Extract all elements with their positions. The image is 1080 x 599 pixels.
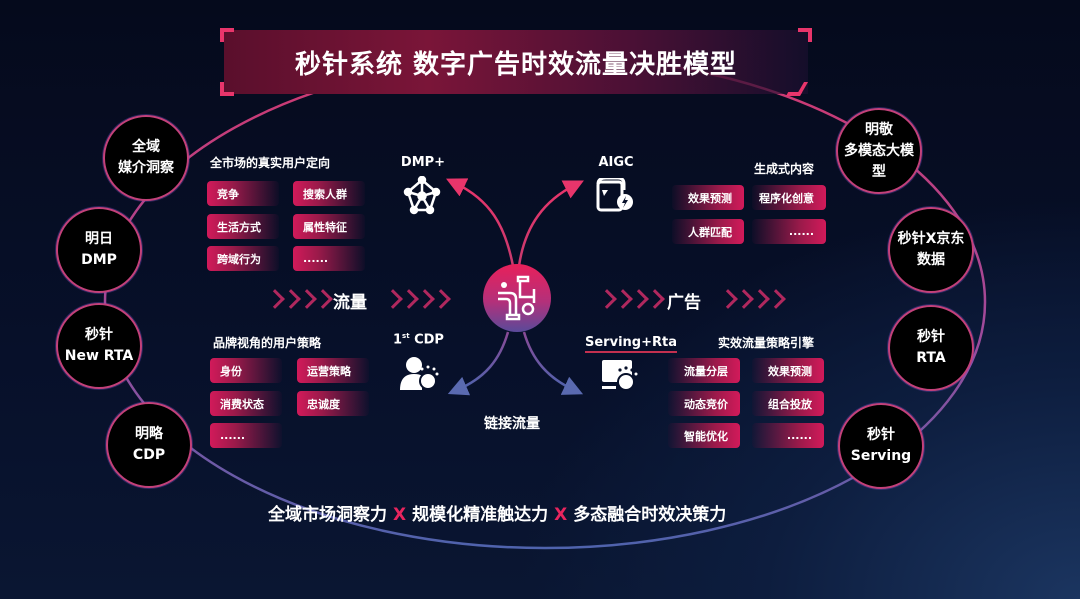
node-label: Serving xyxy=(850,448,912,464)
advertising-label: 广告 xyxy=(667,293,701,313)
node-label: 秒针 xyxy=(85,327,113,343)
serving-icon xyxy=(602,360,638,391)
section-title-user-targeting: 全市场的真实用户定向 xyxy=(210,156,331,170)
corner-decoration xyxy=(785,82,809,96)
network-icon xyxy=(403,176,441,215)
slogan-separator: X xyxy=(554,505,568,525)
link-traffic-label: 链接流量 xyxy=(484,416,540,432)
page-title: 秒针系统 数字广告时效流量决胜模型 xyxy=(294,49,738,80)
node-label: CDP xyxy=(132,447,166,463)
tag-pill: 身份 xyxy=(210,358,282,383)
node-label: 媒介洞察 xyxy=(118,160,174,176)
node-label: 明略 xyxy=(135,426,163,442)
pipe-icon xyxy=(498,275,536,321)
tag-pill: ...... xyxy=(293,246,365,271)
tag-pill: 搜索人群 xyxy=(293,181,365,206)
node-label: 明敬 xyxy=(865,121,893,138)
tag-pill: 生活方式 xyxy=(207,214,279,239)
aigc-icon xyxy=(596,178,633,212)
tag-pill: ...... xyxy=(752,219,826,244)
slogan-part: 全域市场洞察力 xyxy=(268,505,387,525)
node-label: 秒针 xyxy=(867,427,895,443)
node-miaozhen-jd-data: 秒针X京东 数据 xyxy=(888,207,974,293)
node-mingri-dmp: 明日 DMP xyxy=(56,207,142,293)
node-label: 多模态大模型 xyxy=(844,142,914,180)
tag-pill: 动态竞价 xyxy=(668,391,740,416)
chevron-arrows-icon xyxy=(265,289,333,309)
tag-pill: 竞争 xyxy=(207,181,279,206)
title-banner: 秒针系统 数字广告时效流量决胜模型 xyxy=(220,28,812,96)
tag-pill: 流量分层 xyxy=(668,358,740,383)
tag-pill: 运营策略 xyxy=(297,358,369,383)
node-miaozhen-serving: 秒针 Serving xyxy=(838,403,924,489)
node-minglue-cdp: 明略 CDP xyxy=(106,402,192,488)
node-label: 明日 xyxy=(85,231,113,247)
node-label: 秒针 xyxy=(917,329,945,345)
node-global-media-insight: 全域 媒介洞察 xyxy=(103,115,189,201)
node-label: RTA xyxy=(916,350,946,366)
node-label: 秒针X京东 xyxy=(897,231,965,247)
tag-pill: 忠诚度 xyxy=(297,391,369,416)
tag-pill: 人群匹配 xyxy=(672,219,744,244)
corner-decoration xyxy=(220,28,234,42)
hub-circle xyxy=(483,264,551,332)
aigc-label: AIGC xyxy=(598,155,634,170)
traffic-label: 流量 xyxy=(333,293,367,313)
first-party-cdp-label: 1st CDP xyxy=(393,332,444,348)
node-label: New RTA xyxy=(64,348,134,364)
corner-decoration xyxy=(220,82,234,96)
tag-pill: 程序化创意 xyxy=(752,185,826,210)
cdp-label-sup: st xyxy=(402,332,410,340)
section-title-traffic-engine: 实效流量策略引擎 xyxy=(718,336,815,350)
corner-decoration xyxy=(798,28,812,42)
chevron-arrows-icon xyxy=(718,289,786,309)
tag-pill: 属性特征 xyxy=(293,214,365,239)
tag-pill: 消费状态 xyxy=(210,391,282,416)
slogan-part: 规模化精准触达力 xyxy=(412,505,549,525)
tag-pill: 智能优化 xyxy=(668,423,740,448)
serving-rta-label: Serving+Rta xyxy=(585,335,677,353)
node-mingjing-multimodal: 明敬 多模态大模型 xyxy=(836,108,922,194)
tag-pill: 效果预测 xyxy=(672,185,744,210)
node-miaozhen-new-rta: 秒针 New RTA xyxy=(56,303,142,389)
section-title-brand-user-strategy: 品牌视角的用户策略 xyxy=(213,336,322,350)
cdp-label-main: 1 xyxy=(393,332,403,348)
node-miaozhen-rta: 秒针 RTA xyxy=(888,305,974,391)
tag-pill: 跨域行为 xyxy=(207,246,279,271)
tag-pill: ...... xyxy=(752,423,824,448)
node-label: DMP xyxy=(81,252,117,268)
chevron-arrows-icon xyxy=(597,289,665,309)
section-title-generative-content: 生成式内容 xyxy=(754,162,815,176)
tag-pill: 组合投放 xyxy=(752,391,824,416)
chevron-arrows-icon xyxy=(383,289,451,309)
user-data-icon xyxy=(400,357,439,390)
tag-pill: 效果预测 xyxy=(752,358,824,383)
node-label: 数据 xyxy=(917,252,945,268)
dmp-plus-label: DMP+ xyxy=(400,155,446,170)
slogan-separator: X xyxy=(393,505,407,525)
cdp-label-rest: CDP xyxy=(409,332,444,348)
slogan-part: 多态融合时效决策力 xyxy=(573,505,727,525)
node-label: 全域 xyxy=(132,139,160,155)
tag-pill: ...... xyxy=(210,423,282,448)
